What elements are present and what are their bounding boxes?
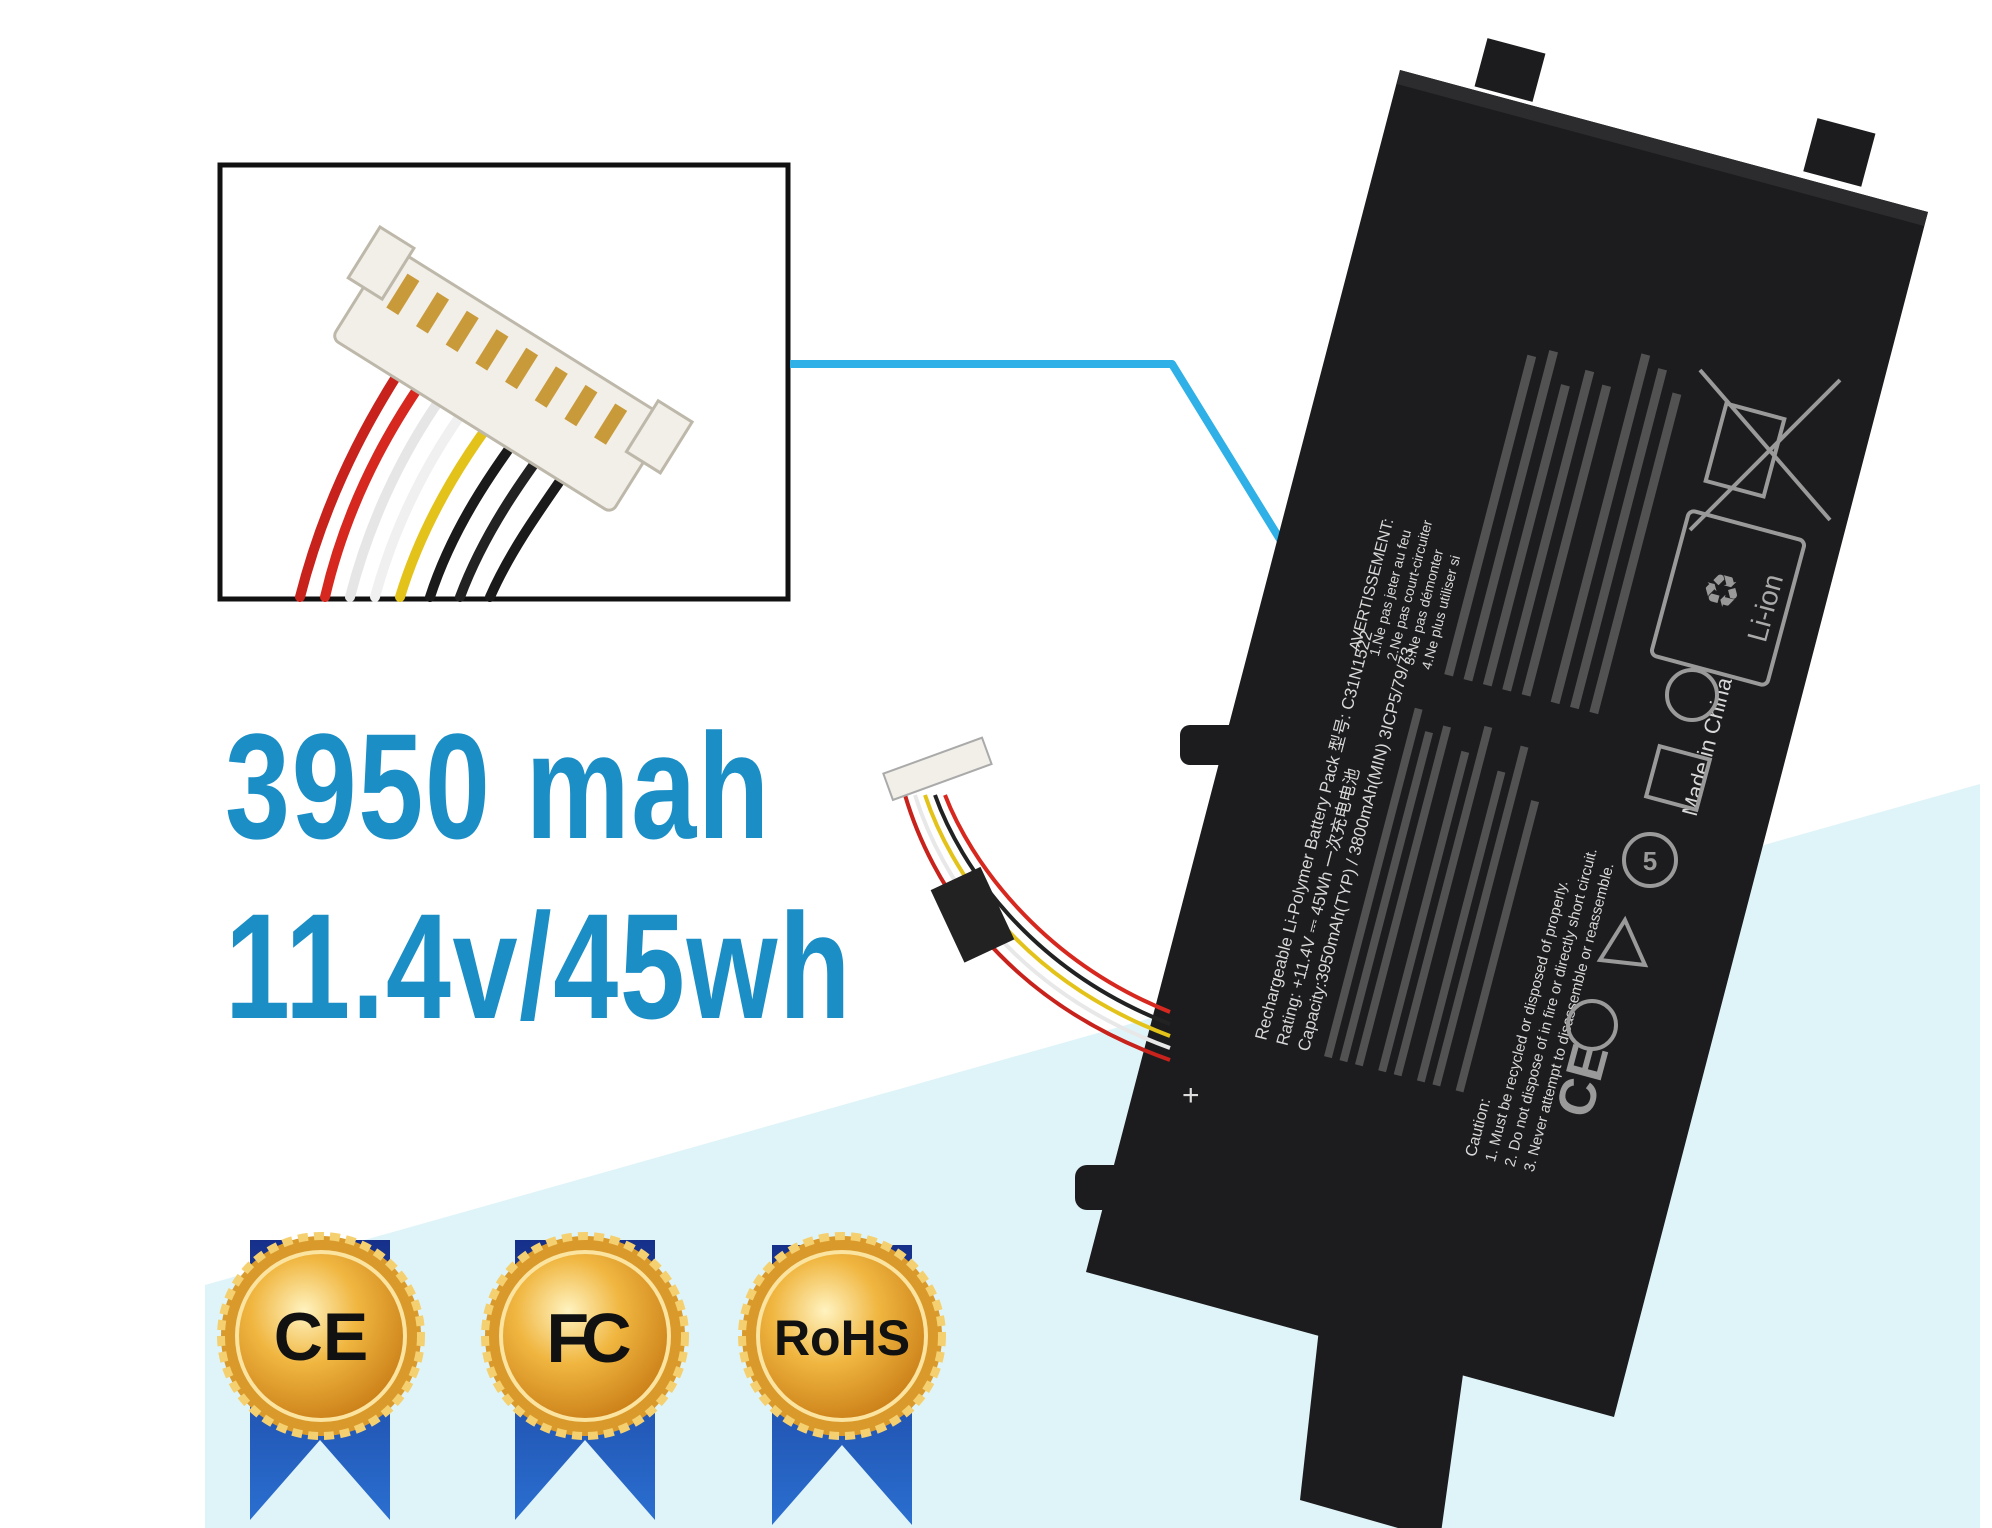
- medal-ce-label: CE: [274, 1299, 368, 1375]
- medal-ce: CE: [217, 1232, 425, 1520]
- voltage-energy-spec: 11.4v/45wh: [225, 882, 853, 1050]
- battery-body: [1086, 70, 1928, 1417]
- battery-cable: [882, 736, 1171, 1062]
- epa-5-icon: 5: [1622, 832, 1678, 888]
- connector-closeup-inset: [217, 162, 791, 602]
- medal-fcc: FC: [481, 1232, 689, 1520]
- small-connector: [882, 736, 993, 802]
- certification-circle-icon: [1665, 668, 1719, 722]
- warning-triangle-icon: [1596, 915, 1649, 968]
- china-recycling-icon: [1643, 743, 1713, 813]
- plus-terminal-mark: +: [1182, 1079, 1200, 1112]
- medal-rohs-label: RoHS: [774, 1310, 910, 1366]
- certification-medals: CE FC RoHS: [217, 1232, 946, 1525]
- connector-plug: [333, 224, 695, 512]
- weee-bin-icon: [1688, 368, 1842, 532]
- power-icon: [1566, 999, 1618, 1051]
- medal-rohs: RoHS: [738, 1232, 946, 1525]
- capacity-spec: 3950 mah: [225, 702, 771, 870]
- svg-text:5: 5: [1643, 846, 1657, 876]
- medal-fcc-label: FC: [546, 1299, 630, 1377]
- battery-pack: Rechargeable Li-Polymer Battery Pack 型号:…: [1075, 38, 1928, 1528]
